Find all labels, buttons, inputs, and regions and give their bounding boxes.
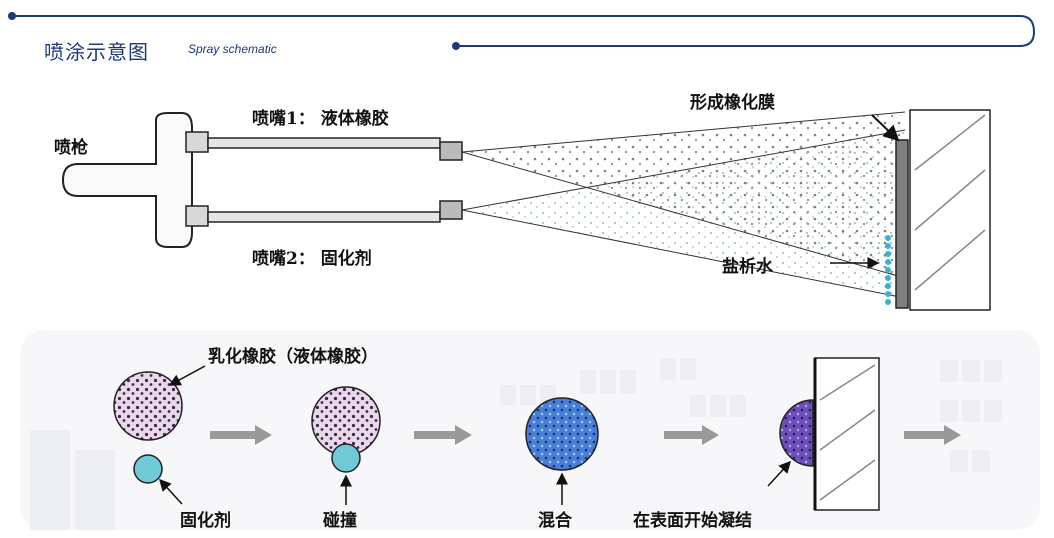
curing-droplet-1 [133, 454, 163, 484]
nozzle-1 [185, 131, 463, 161]
page-subtitle: Spray schematic [188, 42, 277, 56]
collide-label: 碰撞 [323, 511, 357, 531]
curing-agent-label: 固化剂 [180, 511, 231, 531]
coagulate-pointer [767, 460, 792, 487]
film-pointer [871, 114, 900, 142]
coagulated-droplet [779, 399, 814, 467]
spray-gun-label: 喷枪 [54, 138, 88, 158]
latex-droplet-1 [113, 371, 183, 441]
coagulate-label: 在表面开始凝结 [633, 511, 752, 531]
spray-cone-curing [462, 130, 905, 298]
salt-water-label: 盐析水 [722, 257, 773, 277]
latex-pointer [168, 365, 206, 386]
mix-label: 混合 [538, 511, 572, 531]
curing-pointer [158, 478, 183, 505]
mixed-droplet [525, 397, 599, 471]
flow-arrow-1 [210, 425, 272, 445]
curing-droplet-2 [331, 443, 361, 473]
spray-gun [61, 112, 193, 248]
flow-arrow-2 [414, 425, 472, 445]
flow-arrow-3 [664, 425, 719, 445]
wall-small [813, 357, 880, 511]
nozzle-2 [185, 200, 463, 227]
nozzle1-label: 喷嘴1： 液体橡胶 [252, 109, 389, 129]
wall [895, 109, 991, 311]
flow-arrow-4 [904, 425, 961, 445]
page-title: 喷涂示意图 [44, 40, 149, 64]
salt-water-droplets [885, 235, 891, 305]
latex-label: 乳化橡胶（液体橡胶） [208, 347, 378, 367]
film-label: 形成橡化膜 [690, 93, 775, 113]
nozzle2-label: 喷嘴2： 固化剂 [252, 249, 372, 269]
